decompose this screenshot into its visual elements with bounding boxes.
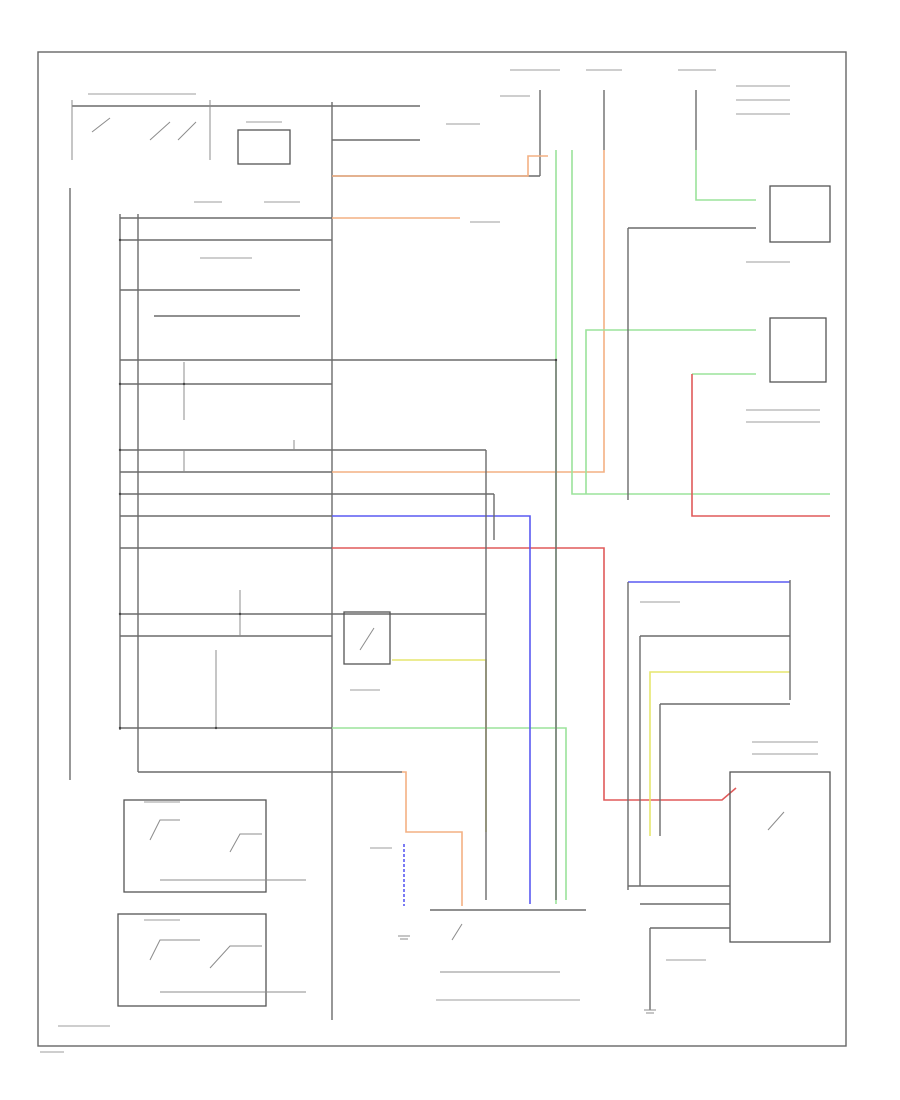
node-6 <box>118 726 122 730</box>
red-wire-main <box>332 547 737 801</box>
green-wire-right <box>695 150 756 201</box>
node-3 <box>118 448 122 452</box>
top-switch-contact-a <box>91 117 111 133</box>
orange-wire-long <box>332 150 605 473</box>
right-switch-box-top <box>769 185 831 243</box>
node-2 <box>118 382 122 386</box>
right-switch-contact <box>767 811 785 831</box>
small-relay-contact <box>359 627 375 651</box>
node-5 <box>118 612 122 616</box>
right-switch-box-bottom <box>729 771 831 943</box>
relay-1-contact-b <box>229 833 262 853</box>
orange-wire-top <box>332 155 548 177</box>
red-wire-right <box>691 374 830 517</box>
small-relay-box <box>343 611 391 665</box>
relay-2-contact <box>149 939 200 961</box>
small-switch-box <box>237 129 291 165</box>
relay-1-contact <box>149 819 180 841</box>
faint-label-marks <box>40 69 820 1053</box>
node-4 <box>118 492 122 496</box>
top-switch-contact-b <box>149 121 171 141</box>
node-7 <box>182 382 186 386</box>
yellow-wire-right <box>649 671 790 836</box>
green-wire-mid <box>585 329 756 494</box>
node-10 <box>554 358 558 362</box>
node-9 <box>214 726 218 730</box>
top-switch-contact-c <box>177 121 197 141</box>
relay-box-1 <box>123 799 267 893</box>
relay-box-2 <box>117 913 267 1007</box>
orange-wire-lower <box>402 771 463 906</box>
green-wire-vertical <box>571 150 830 495</box>
node-1 <box>118 238 122 242</box>
green-wire-bottom <box>332 727 567 900</box>
blue-wire-main <box>332 515 531 904</box>
right-switch-box-mid <box>769 317 827 383</box>
relay-2-contact-b <box>209 945 262 969</box>
node-8 <box>238 612 242 616</box>
bottom-switch-contact <box>451 923 463 941</box>
diagram-frame <box>37 51 847 1047</box>
